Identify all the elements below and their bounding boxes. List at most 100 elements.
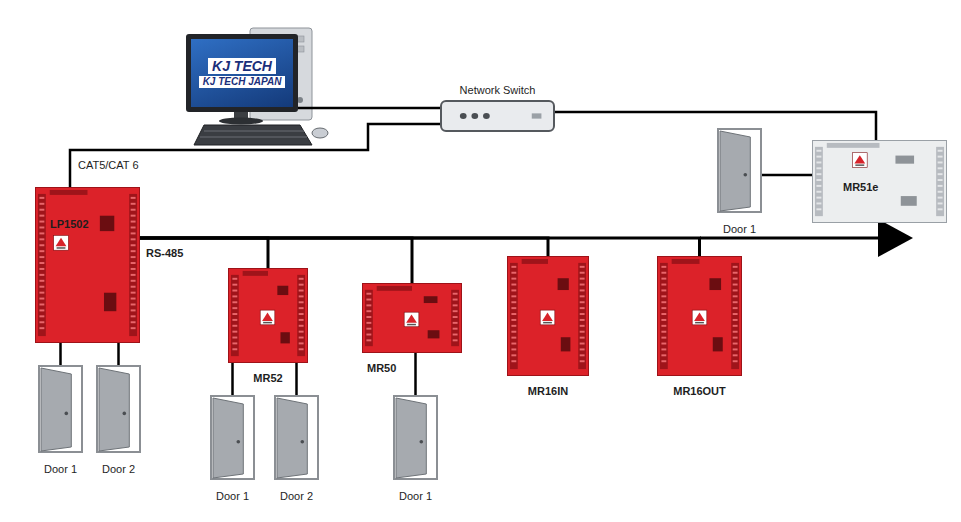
node-art-part	[232, 319, 237, 321]
node-art-part	[39, 209, 44, 211]
node-art-part	[510, 263, 518, 369]
door-icon: Door 2	[274, 395, 319, 480]
output-board: MR16OUT	[657, 256, 742, 376]
cable-label: CAT5/CAT 6	[78, 159, 139, 172]
node-art	[508, 257, 588, 375]
node-art-part	[453, 299, 458, 301]
node-art-part	[424, 296, 438, 303]
node-art-part	[580, 313, 585, 315]
node-art-part	[471, 113, 478, 119]
node-art-part	[511, 354, 516, 356]
node-art-part	[131, 321, 136, 323]
node-art-part	[39, 280, 44, 282]
node-art-part	[816, 173, 821, 175]
node-art-part	[231, 275, 239, 356]
node-art-part	[733, 307, 738, 309]
node-art-part	[580, 325, 585, 327]
node-art-part	[97, 366, 140, 452]
node-art-part	[275, 396, 318, 479]
node-art-part	[263, 322, 272, 323]
node-art-part	[453, 328, 458, 330]
node-art-part	[733, 331, 738, 333]
node-art-part	[901, 196, 917, 206]
node-art-part	[299, 342, 304, 344]
bus-line	[700, 237, 882, 240]
node-art-part	[39, 315, 44, 317]
node-art-part	[41, 368, 71, 451]
node-art	[274, 395, 319, 480]
node-art-part	[366, 334, 371, 336]
node-art-part	[131, 292, 136, 294]
node-art-part	[852, 153, 867, 168]
node-art-part	[243, 271, 268, 276]
node-art-part	[299, 319, 304, 321]
node-art-part	[661, 331, 666, 333]
reader-board: MR50	[362, 283, 462, 353]
text-holder: MR16IN	[528, 381, 568, 399]
node-art-part	[816, 202, 821, 204]
node-art-part	[232, 301, 237, 303]
board-label: MR16IN	[528, 385, 568, 398]
node-art-part	[718, 129, 761, 212]
text-holder: MR50	[367, 358, 396, 376]
node-art-part	[366, 339, 371, 341]
mouse	[312, 128, 328, 138]
node-art-part	[453, 322, 458, 324]
node-art-part	[394, 396, 437, 479]
board-label: MR50	[367, 362, 396, 375]
node-art-part	[580, 289, 585, 291]
monitor-base	[219, 118, 263, 125]
node-art-part	[131, 304, 136, 306]
node-art-part	[580, 348, 585, 350]
node-art-part	[428, 330, 440, 338]
node-art-part	[39, 256, 44, 258]
door-label: Door 2	[102, 463, 135, 476]
node-art-part	[938, 179, 943, 181]
door-label: Door 1	[216, 490, 249, 503]
node-art-part	[733, 313, 738, 315]
node-art-part	[38, 194, 46, 336]
node-art-part	[39, 304, 44, 306]
node-art-part	[511, 295, 516, 297]
node-art-part	[297, 275, 305, 356]
node-art-part	[713, 337, 723, 351]
node-art	[38, 365, 83, 453]
node-art	[96, 365, 141, 453]
node-art-part	[661, 284, 666, 286]
node-art-part	[56, 238, 67, 246]
node-art-part	[39, 244, 44, 246]
bus-connector	[140, 238, 268, 268]
node-art	[658, 257, 741, 375]
board-label: LP1502	[50, 218, 89, 231]
node-art-part	[733, 360, 738, 362]
node-art-part	[661, 354, 666, 356]
node-art-part	[39, 250, 44, 252]
node-art-part	[396, 398, 426, 478]
node-art-part	[453, 293, 458, 295]
node-art-part	[131, 203, 136, 205]
node-art	[363, 284, 461, 352]
node-art-part	[366, 310, 371, 312]
keyboard	[194, 125, 312, 145]
node-art-part	[661, 278, 666, 280]
node-art-part	[407, 324, 416, 325]
node-art-part	[39, 298, 44, 300]
node-art-part	[131, 238, 136, 240]
node-art-part	[211, 396, 254, 479]
network-switch: Network Switch	[440, 100, 555, 132]
node-art-part	[39, 215, 44, 217]
node-art-part	[511, 343, 516, 345]
node-art-part	[580, 295, 585, 297]
bus-connector	[140, 238, 700, 256]
node-art-part	[366, 304, 371, 306]
node-art-part	[232, 313, 237, 315]
node-art-part	[104, 293, 116, 311]
node-art-part	[39, 262, 44, 264]
node-art-part	[99, 368, 129, 451]
node-art-part	[661, 295, 666, 297]
node-art-part	[39, 309, 44, 311]
node-art-part	[39, 238, 44, 240]
node-art-part	[123, 412, 127, 416]
node-art-part	[816, 185, 821, 187]
node-art-part	[131, 262, 136, 264]
